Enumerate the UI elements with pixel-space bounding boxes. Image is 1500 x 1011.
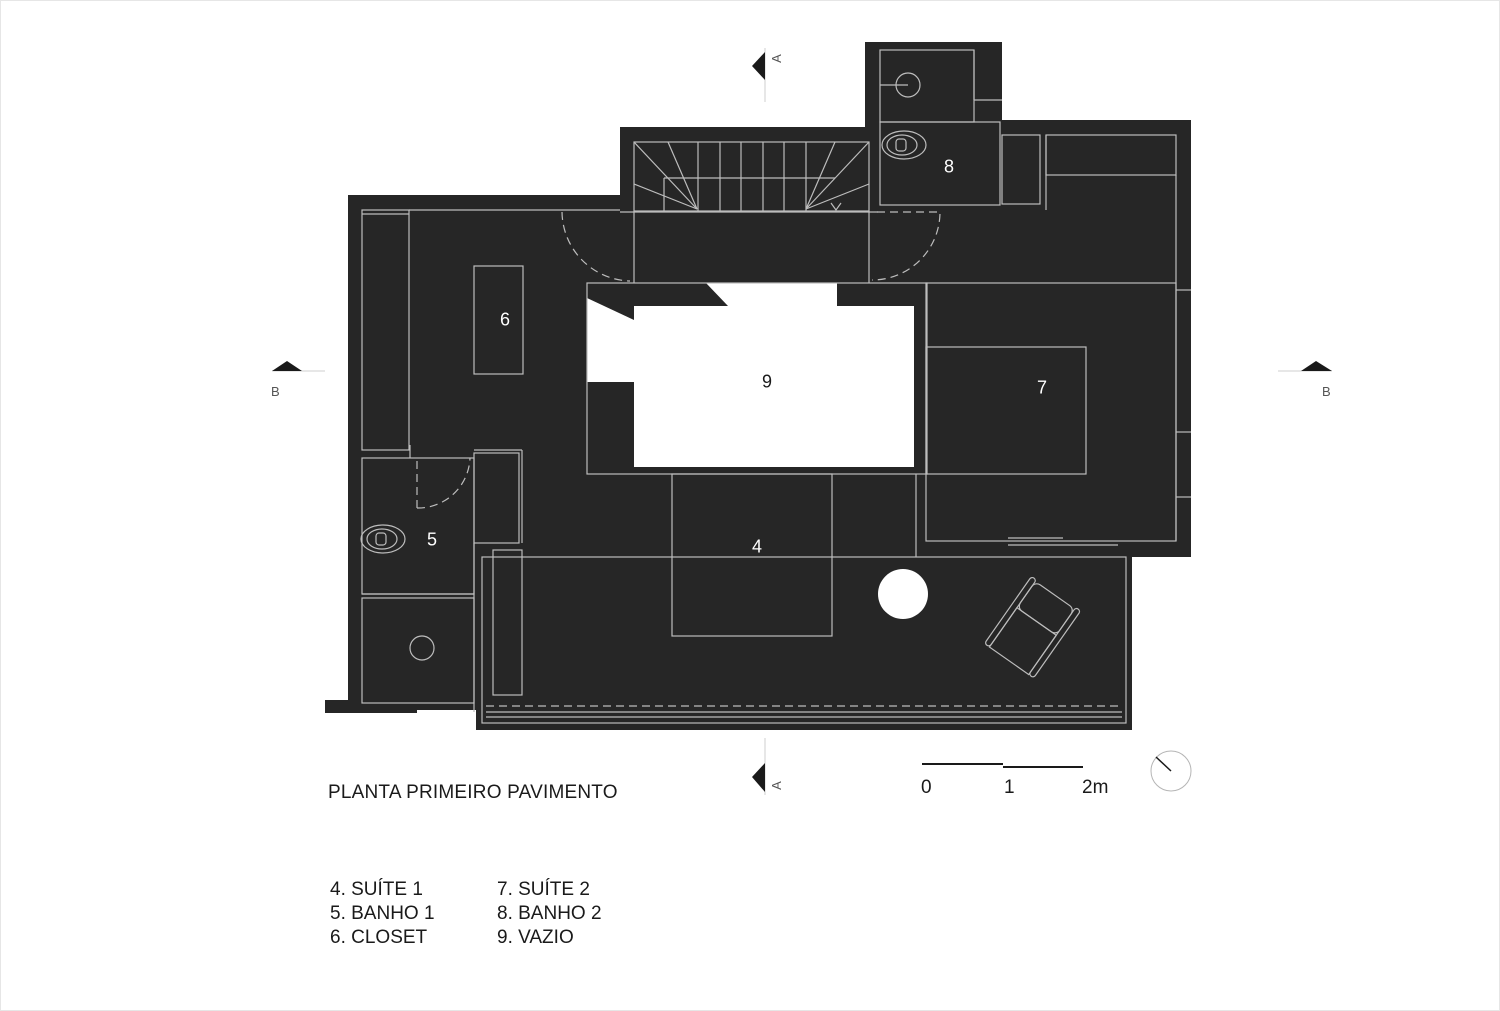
room-label-bath-2: 8 xyxy=(943,156,955,177)
void-area xyxy=(587,283,914,467)
room-label-suite-2: 7 xyxy=(1036,377,1048,398)
sink-icon xyxy=(880,72,921,98)
room-label-void: 9 xyxy=(761,371,773,392)
door-swings xyxy=(416,211,1122,707)
interior-lines xyxy=(361,49,1191,724)
room-label-bath-1: 5 xyxy=(426,529,438,550)
scale-tick-1: 1 xyxy=(1004,777,1015,798)
legend-item: 8. BANHO 2 xyxy=(497,903,602,924)
toilet-icon xyxy=(881,130,927,160)
toilet-icon xyxy=(360,524,406,554)
scale-tick-2m: 2m xyxy=(1082,777,1109,798)
legend-item: 5. BANHO 1 xyxy=(330,903,435,924)
legend-item: 6. CLOSET xyxy=(330,927,428,948)
legend-column-2: 7. SUÍTE 2 8. BANHO 2 9. VAZIO xyxy=(497,878,602,950)
scale-bar xyxy=(922,763,1083,768)
legend-item: 7. SUÍTE 2 xyxy=(497,879,590,900)
room-label-closet: 6 xyxy=(499,309,511,330)
armchair-icon xyxy=(985,576,1081,678)
section-label-b-left: B xyxy=(271,384,280,399)
section-label-a-bottom: A xyxy=(768,781,784,790)
section-marker-icon xyxy=(272,48,1332,795)
section-label-a-top: A xyxy=(768,54,784,63)
section-label-b-right: B xyxy=(1322,384,1331,399)
room-label-suite-1: 4 xyxy=(751,536,763,557)
north-arrow-icon xyxy=(1150,750,1192,792)
round-table-icon xyxy=(878,569,928,619)
shower-drain-icon xyxy=(409,635,435,661)
scale-tick-0: 0 xyxy=(921,777,932,798)
legend-item: 9. VAZIO xyxy=(497,927,574,948)
legend-item: 4. SUÍTE 1 xyxy=(330,879,423,900)
legend-column-1: 4. SUÍTE 1 5. BANHO 1 6. CLOSET xyxy=(330,878,435,950)
drawing-title: PLANTA PRIMEIRO PAVIMENTO xyxy=(328,782,618,803)
